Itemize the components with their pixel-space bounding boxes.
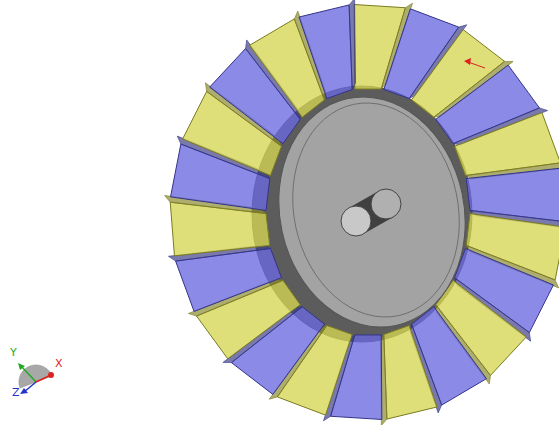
disc-rim bbox=[273, 87, 478, 332]
blade bbox=[299, 5, 352, 99]
disc-front bbox=[258, 79, 486, 344]
axis-triad bbox=[18, 363, 54, 394]
axis-label: X bbox=[55, 358, 63, 370]
blade bbox=[384, 325, 437, 419]
direction-arrow bbox=[464, 58, 485, 68]
axis-label: Z bbox=[12, 387, 20, 399]
axis-label: Y bbox=[10, 347, 17, 359]
shaft-end bbox=[341, 206, 371, 236]
shaft-end bbox=[371, 189, 401, 219]
blade-edge bbox=[349, 0, 355, 89]
